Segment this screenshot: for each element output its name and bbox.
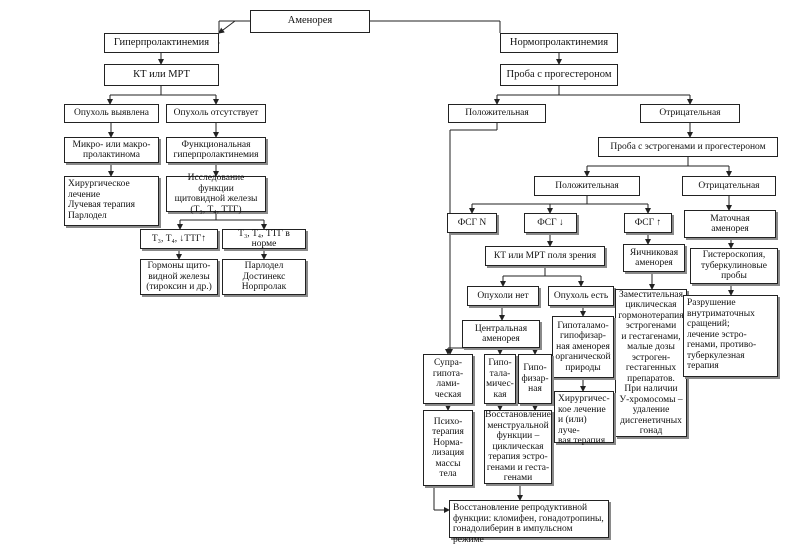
node-hysteroscopy: Гистероскопия, туберкулиновые пробы	[690, 248, 778, 284]
node-positive-2: Положительная	[534, 176, 640, 196]
node-hypothalamic: Гипо- тала- мичес- кая	[484, 354, 516, 404]
node-parlodel-list: Парлодел Достинекс Норпролак	[222, 259, 306, 295]
node-pituitary: Гипо- физар- ная	[518, 354, 552, 404]
node-thyroid-study: Исследование функции щитовидной железы (…	[166, 173, 266, 215]
node-hrt: Заместительная циклическая гормонотерапи…	[615, 289, 687, 437]
connector	[218, 20, 236, 34]
node-ct-mri-fields: КТ или МРТ поля зрения	[485, 246, 605, 266]
node-normoprolactinemia: Нормопролактинемия	[500, 33, 618, 53]
node-ovarian-amenorrhea: Яичниковая аменорея	[623, 244, 685, 272]
node-progesterone-test: Проба с прогестероном	[500, 64, 618, 86]
node-central-amenorrhea: Центральная аменорея	[462, 320, 540, 348]
node-positive-1: Положительная	[448, 104, 546, 123]
node-synechiae: Разрушение внутриматочных сращений; лече…	[683, 295, 778, 377]
node-surgical-treatment: Хирургическое лечение Лучевая терапия Па…	[64, 176, 159, 226]
node-tumor-found: Опухоль выявлена	[64, 104, 159, 123]
node-tumors-present: Опухоль есть	[548, 286, 614, 306]
node-restore-menstrual: Восстановление менструальной функции – ц…	[484, 410, 552, 484]
node-fsh-up: ФСГ ↑	[624, 213, 672, 233]
node-negative-1: Отрицательная	[640, 104, 740, 123]
node-estrogen-progesterone-test: Проба с эстрогенами и прогестероном	[598, 137, 778, 157]
node-suprahypothalamic: Супра- гипота- лами- ческая	[423, 354, 473, 404]
node-thyroid-hormones: Гормоны щито- видной железы (тироксин и …	[140, 259, 218, 295]
node-t3t4-normal: Т₃, Т₄, ТТГ в норме	[222, 229, 306, 249]
node-tumor-absent: Опухоль отсутствует	[166, 104, 266, 123]
node-surgical-or-radiation: Хирургичес- кое лечение и (или) луче- ва…	[554, 391, 614, 446]
node-functional-hyperprolactinemia: Функциональная гиперпролактинемия	[166, 137, 266, 163]
node-restore-reproductive: Восстановление репродуктивной функции: к…	[449, 500, 609, 545]
node-amenorrhea: Аменорея	[250, 10, 370, 33]
node-psychotherapy: Психо- терапия Норма- лизация массы тела	[423, 410, 473, 486]
node-negative-2: Отрицательная	[682, 176, 776, 196]
node-uterine-amenorrhea: Маточная аменорея	[684, 210, 776, 238]
node-tumors-absent: Опухоли нет	[467, 286, 539, 306]
node-ct-mri: КТ или МРТ	[104, 64, 219, 86]
node-hyperprolactinemia: Гиперпролактинемия	[104, 33, 219, 53]
node-fsh-n: ФСГ N	[447, 213, 497, 233]
node-hypothalamo-pituitary: Гипоталамо- гипофизар- ная аменорея орга…	[552, 316, 614, 378]
node-micro-macro: Микро- или макро- пролактинома	[64, 137, 159, 163]
node-t3t4-low: Т₃, Т₄, ↓ТТГ↑	[140, 229, 218, 249]
node-fsh-down: ФСГ ↓	[524, 213, 577, 233]
